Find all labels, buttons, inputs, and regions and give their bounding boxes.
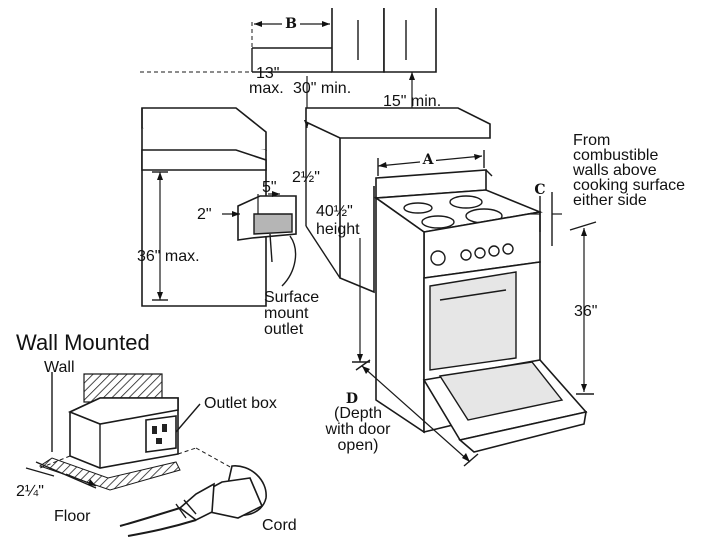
dim-5-label: 5": [262, 179, 277, 196]
depth-note-line3: open): [338, 437, 379, 454]
surface-outlet: [222, 191, 297, 287]
dim-30-min-label: 30" min.: [293, 80, 351, 97]
dimension-36: [569, 221, 597, 395]
dimension-b: B: [254, 13, 330, 32]
dim-36-max-label: 36" max.: [137, 248, 200, 265]
depth-note-line2: with door: [325, 421, 392, 438]
outlet-label-line2: mount: [264, 305, 309, 322]
dim-2-quarter-label: 2¼": [16, 483, 44, 500]
floor-label: Floor: [54, 508, 91, 525]
height-value: 40½": [316, 203, 353, 220]
dim-max-word: max.: [249, 80, 284, 97]
dimension-a: A: [377, 150, 485, 176]
dimension-c: C: [528, 182, 562, 246]
dim-2-half-label: 2½": [292, 169, 320, 186]
dimension-d: [355, 359, 479, 467]
wall-mounted-title: Wall Mounted: [16, 330, 150, 355]
dim-13-label: 13": [256, 65, 279, 82]
dim-15-min-label: 15" min.: [383, 93, 441, 110]
combustible-line1: From: [573, 132, 610, 149]
dim-2-label: 2": [197, 206, 212, 223]
outlet-label-line3: outlet: [264, 321, 304, 338]
cord-label: Cord: [262, 517, 297, 534]
dim-b-label: B: [285, 16, 297, 32]
depth-note-line1: (Depth: [334, 405, 382, 422]
left-counter: [141, 107, 267, 307]
combustible-line3: walls above: [572, 162, 657, 179]
wall-mounted-inset: [25, 372, 267, 537]
dim-a-label: A: [422, 152, 435, 168]
dim-36-label: 36": [574, 303, 597, 320]
range: [373, 169, 588, 453]
outlet-label-line1: Surface: [264, 289, 319, 306]
wall-label: Wall: [44, 359, 75, 376]
combustible-line5: either side: [573, 192, 647, 209]
upper-cabinets: [140, 8, 437, 73]
combustible-line2: combustible: [573, 147, 658, 164]
outlet-box-label: Outlet box: [204, 395, 277, 412]
dim-c-label: C: [534, 182, 545, 198]
dim-d-label: D: [346, 391, 358, 407]
combustible-line4: cooking surface: [573, 177, 685, 194]
height-word: height: [316, 221, 360, 238]
right-counter: [305, 107, 491, 294]
